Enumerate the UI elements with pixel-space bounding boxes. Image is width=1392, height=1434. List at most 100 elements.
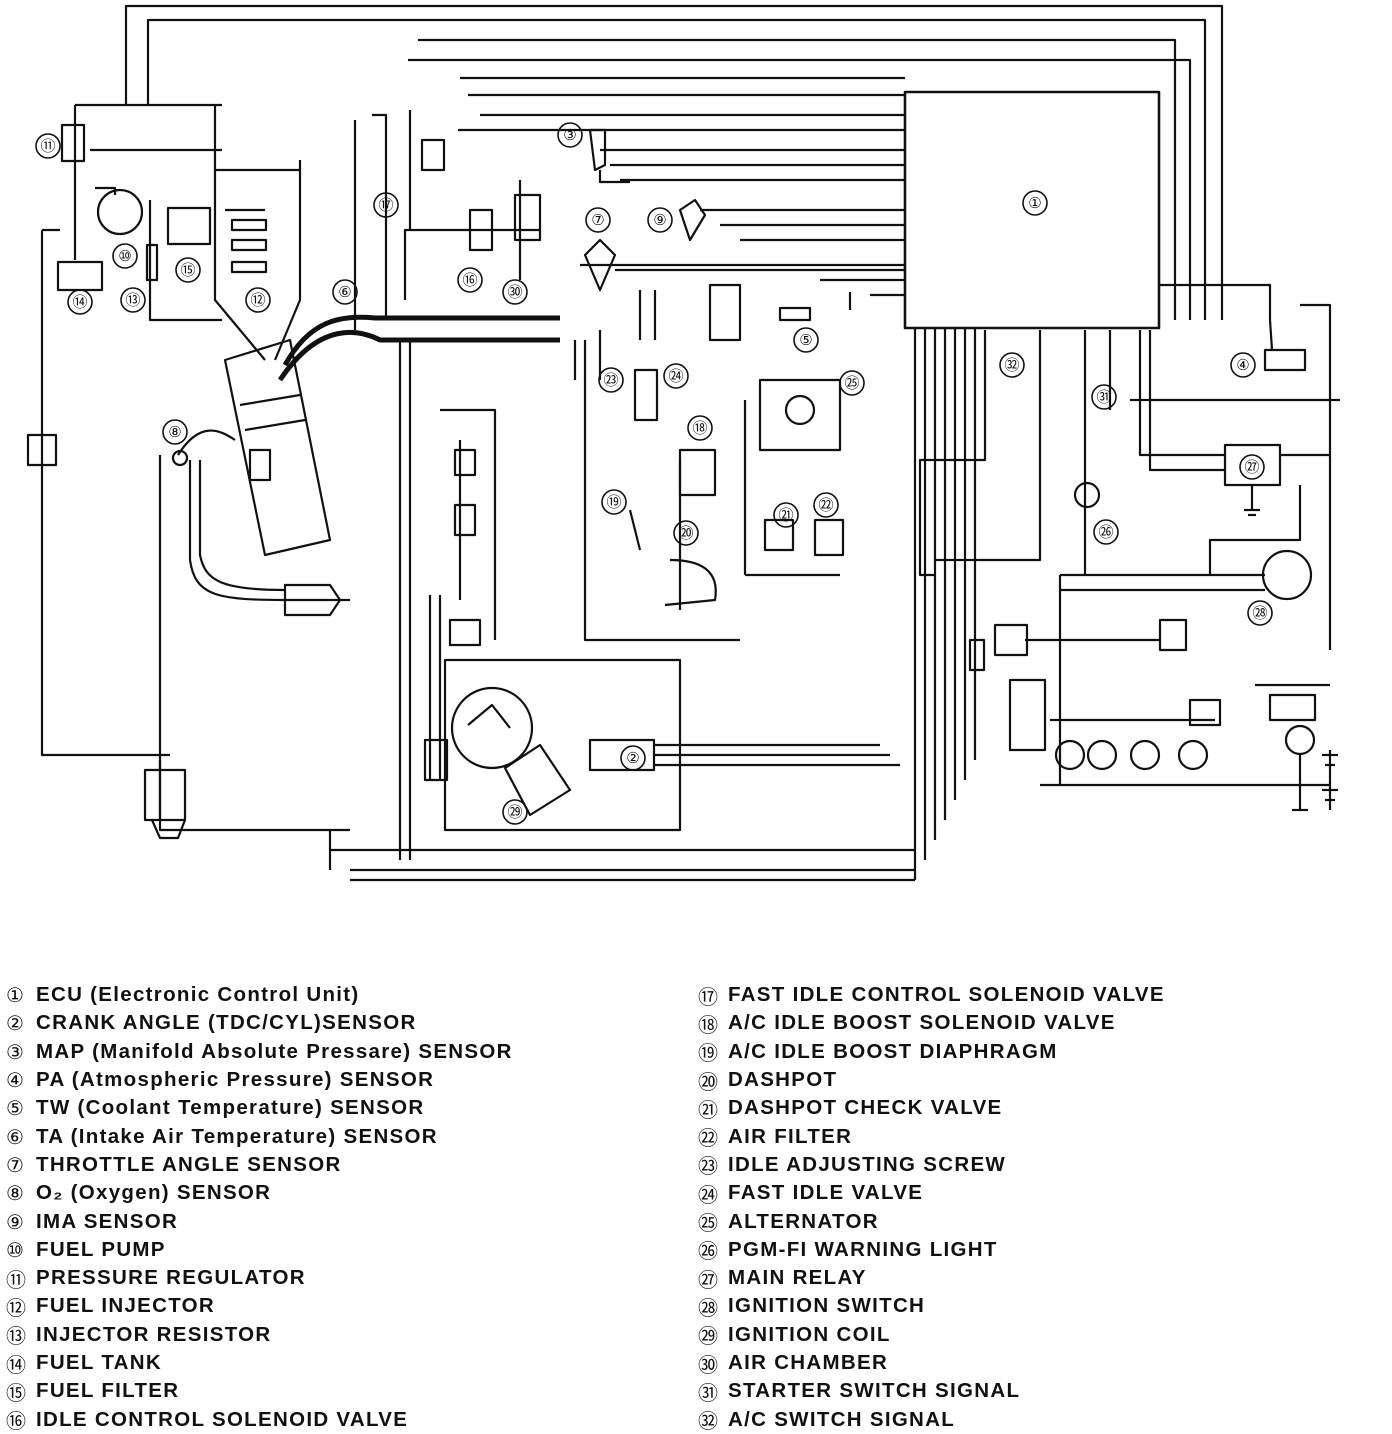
callout-7: ⑦ <box>591 211 604 229</box>
legend-text: AIR CHAMBER <box>728 1351 889 1374</box>
callout-16: ⑯ <box>462 271 477 289</box>
callout-18: ⑱ <box>692 419 707 437</box>
legend-text: CRANK ANGLE (TDC/CYL)SENSOR <box>36 1011 417 1035</box>
callout-12: ⑫ <box>250 291 265 309</box>
legend-text: INJECTOR RESISTOR <box>36 1322 272 1346</box>
callout-4: ④ <box>1236 356 1249 374</box>
callout-22: ㉒ <box>818 496 833 514</box>
legend-item: ⑥ TA (Intake Air Temperature) SENSOR <box>6 1122 513 1150</box>
legend-text: A/C SWITCH SIGNAL <box>728 1407 956 1431</box>
callout-30: ㉚ <box>507 283 522 301</box>
legend-number: ⑧ <box>6 1181 24 1206</box>
legend-number: ⑪ <box>6 1267 26 1292</box>
legend-number: ⑬ <box>6 1324 26 1349</box>
legend-number: ㉛ <box>698 1380 718 1405</box>
callout-3: ③ <box>563 126 576 144</box>
legend-number: ㉜ <box>698 1409 718 1434</box>
callout-19: ⑲ <box>606 493 621 511</box>
schematic-diagram: ① ② ③ ④ ⑤ ⑥ ⑦ ⑧ ⑨ ⑩ ⑪ ⑫ ⑬ ⑭ ⑮ ⑯ ⑰ ⑱ ⑲ ⑳ … <box>26 4 1340 882</box>
legend-text: TW (Coolant Temperature) SENSOR <box>36 1096 425 1120</box>
callout-27: ㉗ <box>1244 458 1259 476</box>
legend-number: ⑤ <box>6 1096 24 1121</box>
callout-24: ㉔ <box>668 367 683 385</box>
callout-17: ⑰ <box>378 196 393 214</box>
top-harness-wires <box>124 4 1224 320</box>
callout-2: ② <box>626 749 639 767</box>
legend-number: ㉓ <box>698 1154 718 1179</box>
legend-text: IDLE CONTROL SOLENOID VALVE <box>36 1407 409 1431</box>
fuel-system <box>26 103 222 840</box>
legend-text: AIR FILTER <box>728 1124 853 1148</box>
legend-number: ⑲ <box>698 1041 718 1066</box>
legend-number: ㉑ <box>698 1097 718 1122</box>
callout-25: ㉕ <box>844 374 859 392</box>
callout-21: ㉑ <box>778 506 793 524</box>
legend-number: ㉗ <box>698 1267 718 1292</box>
callout-11: ⑪ <box>40 137 55 155</box>
legend-text: A/C IDLE BOOST DIAPHRAGM <box>728 1039 1058 1063</box>
legend-item: ⑭ FUEL TANK <box>6 1349 513 1377</box>
legend-number: ㉖ <box>698 1239 718 1264</box>
legend-item: ⑲ A/C IDLE BOOST DIAPHRAGM <box>698 1038 1165 1066</box>
callout-labels: ① ② ③ ④ ⑤ ⑥ ⑦ ⑧ ⑨ ⑩ ⑪ ⑫ ⑬ ⑭ ⑮ ⑯ ⑰ ⑱ ⑲ ⑳ … <box>40 126 1267 821</box>
legend-item: ⑫ FUEL INJECTOR <box>6 1292 513 1320</box>
legend-text: IGNITION SWITCH <box>728 1294 926 1318</box>
legend-number: ㉕ <box>698 1211 718 1236</box>
legend-number: ⑱ <box>698 1012 718 1037</box>
legend-text: TA (Intake Air Temperature) SENSOR <box>36 1124 438 1148</box>
callout-6: ⑥ <box>338 283 351 301</box>
callout-10: ⑩ <box>118 247 131 265</box>
legend-number: ⑰ <box>698 984 718 1009</box>
legend-number: ⑥ <box>6 1124 24 1149</box>
power-circuit <box>968 283 1338 812</box>
distributor <box>450 686 900 817</box>
legend-item: ⑧ O₂ (Oxygen) SENSOR <box>6 1179 513 1207</box>
intake-manifold <box>213 105 560 557</box>
legend-item: ② CRANK ANGLE (TDC/CYL)SENSOR <box>6 1009 513 1037</box>
legend-number: ⑯ <box>6 1409 26 1434</box>
legend-text: DASHPOT CHECK VALVE <box>728 1096 1003 1120</box>
legend-number: ① <box>6 983 24 1008</box>
legend-text: FAST IDLE VALVE <box>728 1181 924 1205</box>
ecu-box <box>903 90 1161 330</box>
legend-item: ③ MAP (Manifold Absolute Pressare) SENSOR <box>6 1038 513 1066</box>
legend-item: ⑤ TW (Coolant Temperature) SENSOR <box>6 1094 513 1122</box>
legend-number: ⑭ <box>6 1352 26 1377</box>
legend-number: ② <box>6 1011 24 1036</box>
legend-item: ㉙ IGNITION COIL <box>698 1321 1165 1349</box>
legend-text: MAP (Manifold Absolute Pressare) SENSOR <box>36 1039 513 1063</box>
legend-item: ㉑ DASHPOT CHECK VALVE <box>698 1094 1165 1122</box>
legend-number: ⑮ <box>6 1380 26 1405</box>
legend-text: FAST IDLE CONTROL SOLENOID VALVE <box>728 983 1165 1007</box>
legend-number: ③ <box>6 1039 24 1064</box>
legend-text: O₂ (Oxygen) SENSOR <box>36 1181 272 1205</box>
legend-text: FUEL INJECTOR <box>36 1294 216 1318</box>
callout-23: ㉓ <box>603 371 618 389</box>
callout-8: ⑧ <box>168 423 181 441</box>
legend-text: FUEL PUMP <box>36 1237 166 1261</box>
legend-text: PRESSURE REGULATOR <box>36 1266 306 1290</box>
legend-text: FUEL TANK <box>36 1351 162 1374</box>
legend-text: ALTERNATOR <box>728 1209 879 1233</box>
legend-number: ㉔ <box>698 1182 718 1207</box>
callout-32: ㉜ <box>1004 356 1019 374</box>
legend-item: ⑯ IDLE CONTROL SOLENOID VALVE <box>6 1405 513 1434</box>
legend-item: ㉔ FAST IDLE VALVE <box>698 1179 1165 1207</box>
legend-number: ⑫ <box>6 1295 26 1320</box>
legend-item: ⑰ FAST IDLE CONTROL SOLENOID VALVE <box>698 981 1165 1009</box>
legend-text: IGNITION COIL <box>728 1322 891 1346</box>
legend-number: ㉙ <box>698 1324 718 1349</box>
callout-13: ⑬ <box>125 291 140 309</box>
